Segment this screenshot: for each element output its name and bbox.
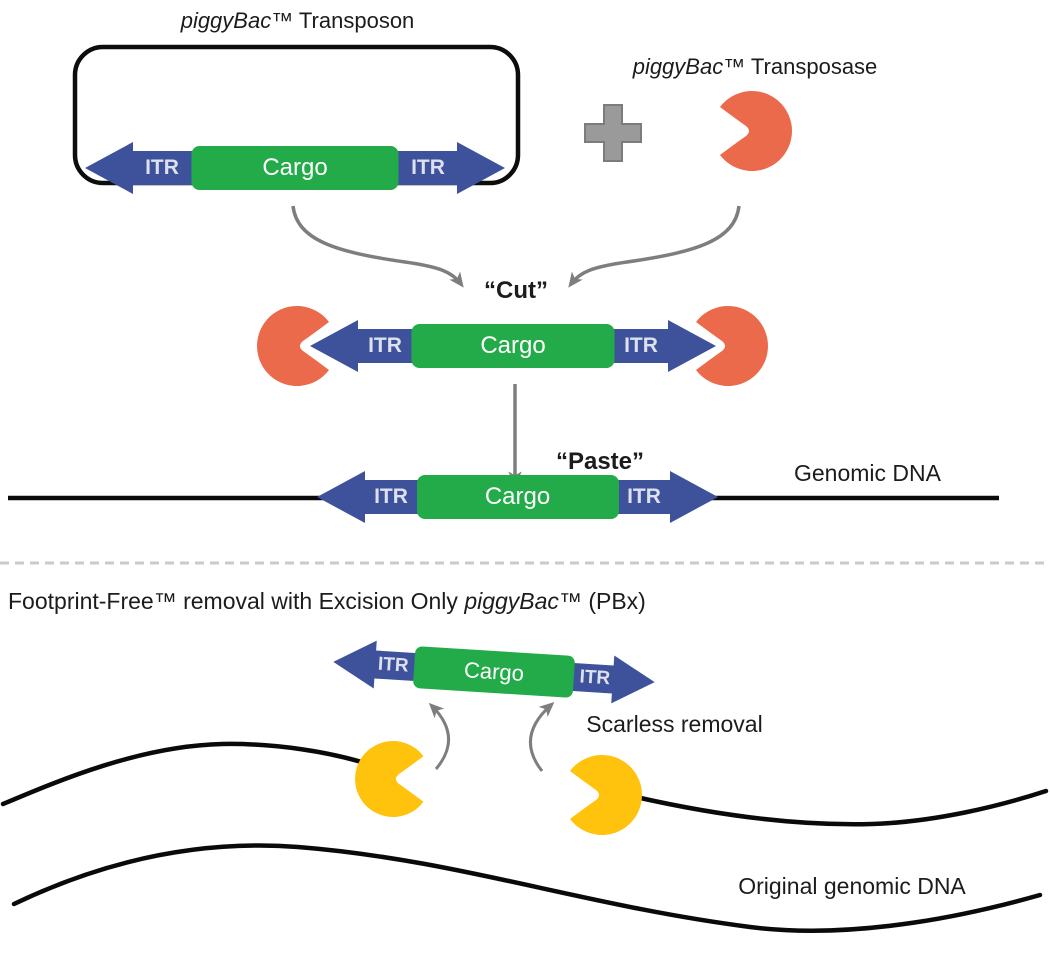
cut-arrow-right [568,205,741,288]
excision-section-heading: Footprint-Free™ removal with Excision On… [8,588,768,615]
itr-arrowhead-right-icon [668,320,716,372]
transposon-construct-integrated: ITR Cargo ITR [317,469,718,525]
excision-heading-post: ™ (PBx) [558,588,646,614]
itr-label: ITR [627,485,661,508]
excision-heading-pre: Footprint-Free™ removal with Excision On… [8,588,465,614]
itr-label: ITR [377,653,410,677]
cut-genome-line-right [633,788,1049,827]
cargo-label: Cargo [484,483,551,510]
cargo-label: Cargo [262,154,328,181]
excision-transposase-icon-left [355,741,424,817]
itr-label: ITR [145,156,179,179]
original-genome-line [11,843,1043,933]
itr-label: ITR [578,666,611,690]
cargo-box: Cargo [411,324,615,368]
itr-label: ITR [411,156,445,179]
transposon-title: piggyBac™ Transposon [140,8,455,34]
transposon-title-rest: ™ Transposon [271,8,415,33]
excision-transposase-icon-right [570,755,642,835]
cargo-label: Cargo [463,657,525,686]
scarless-removal-label: Scarless removal [586,711,763,737]
transposase-title: piggyBac™ Transposase [595,54,915,80]
transposon-construct-cut: ITR Cargo ITR [310,318,716,374]
cargo-box: Cargo [412,646,576,698]
paste-label: “Paste” [555,448,645,475]
genomic-dna-label: Genomic DNA [794,460,941,486]
cargo-label: Cargo [480,332,546,359]
cargo-box: Cargo [416,475,619,519]
transposase-title-rest: ™ Transposase [723,54,878,79]
excision-heading-italic: piggyBac [464,588,559,614]
transposase-icon [720,91,792,171]
itr-label: ITR [624,334,658,357]
transposase-title-italic: piggyBac [632,54,724,79]
excision-arrow-right [528,702,555,772]
transposon-construct-plasmid: ITR Cargo ITR [85,140,505,196]
cut-genome-line-left [0,741,371,807]
cargo-box: Cargo [191,146,399,190]
cut-label: “Cut” [484,277,548,304]
itr-label: ITR [368,334,402,357]
original-genomic-dna-label: Original genomic DNA [738,873,966,899]
itr-arrowhead-right-icon [670,471,718,523]
excision-arrow-left [428,702,451,770]
itr-arrowhead-right-icon [457,142,505,194]
plus-icon [584,104,642,162]
itr-label: ITR [374,485,408,508]
cut-arrow-left [291,205,464,288]
transposon-title-italic: piggyBac [180,8,272,33]
